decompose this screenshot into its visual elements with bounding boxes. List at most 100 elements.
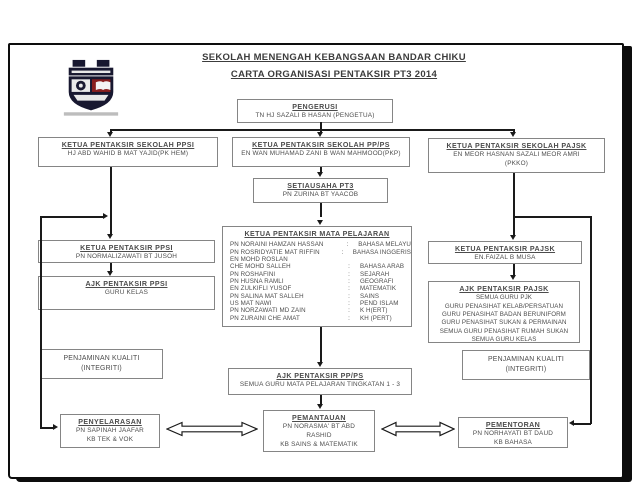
arrowhead-icon (510, 235, 516, 240)
person-name: PN ZURINA BT YAACOB (282, 191, 359, 199)
subject-name: SEJARAH (360, 270, 390, 278)
box-ketua-pentaksir-sekolah-pajsk: KETUA PENTAKSIR SEKOLAH PAJSK EN MEOR HA… (428, 138, 605, 173)
member-group: GURU PENASIHAT SUKAN & PERMAINAN (441, 319, 567, 327)
box-title: KETUA PENTAKSIR SEKOLAH PAJSK (446, 142, 587, 150)
connector-line (513, 129, 515, 133)
box-penyelarasan: PENYELARASAN PN SAPINAH JAAFAR KB TEK & … (60, 414, 160, 448)
box-title: SETIAUSAHA PT3 (287, 182, 354, 190)
subject-name: MATEMATIK (360, 285, 397, 293)
arrowhead-icon (107, 271, 113, 276)
person-name: PN NORHAYATI BT DAUD (472, 430, 554, 438)
connector-line (40, 427, 53, 429)
arrowhead-icon (510, 132, 516, 137)
person-name: EN.FAIZAL B MUSA (474, 254, 536, 262)
box-ketua-pentaksir-sekolah-ppsi: KETUA PENTAKSIR SEKOLAH PPSI HJ ABD WAHI… (38, 137, 218, 167)
member-group: SEMUA GURU MATA PELAJARAN TINGKATAN 1 - … (239, 381, 401, 389)
separator-colon: : (348, 314, 350, 322)
box-title: AJK PENTAKSIR PPSI (85, 280, 168, 288)
subject-name: K H(ERT) (360, 307, 388, 315)
separator-colon: : (348, 277, 350, 285)
examiner-name: PN NORZAWATI MD ZAIN (230, 307, 306, 315)
connector-line (110, 129, 112, 133)
separator-colon: : (348, 307, 350, 315)
arrowhead-icon (317, 220, 323, 225)
arrowhead-icon (510, 275, 516, 280)
person-name: PN NORASMA' BT ABD (282, 423, 356, 431)
box-title: KETUA PENTAKSIR MATA PELAJARAN (244, 230, 390, 238)
member-group-list: SEMUA GURU PJK GURU PENASIHAT KELAB/PERS… (429, 294, 579, 344)
subject-examiner-row: CHE MOHD SALLEH : BAHASA ARAB (223, 263, 411, 270)
subject-name: KH (PERT) (360, 314, 392, 322)
person-name: TN HJ SAZALI B HASAN (PENGETUA) (255, 112, 375, 120)
subject-name: BAHASA ARAB (360, 263, 405, 271)
examiner-name: PN ROSHAFINI (230, 270, 276, 278)
connector-line (320, 122, 322, 130)
box-ketua-pentaksir-ppsi: KETUA PENTAKSIR PPSI PN NORMALIZAWATI BT… (38, 240, 215, 263)
box-title: PENGERUSI (292, 103, 338, 111)
double-arrow-icon (381, 421, 455, 437)
box-title: AJK PENTAKSIR PAJSK (459, 285, 549, 293)
person-name: EN MEOR HASNAN SAZALI MEOR AMRI (453, 151, 580, 159)
box-title: KETUA PENTAKSIR SEKOLAH PP/PS (252, 141, 390, 149)
arrowhead-icon (103, 213, 108, 219)
person-role: (PKKO) (504, 160, 529, 168)
connector-line (320, 327, 322, 362)
box-title: KETUA PENTAKSIR SEKOLAH PPSI (61, 141, 195, 149)
member-group: GURU KELAS (104, 289, 149, 297)
separator-colon (338, 256, 360, 263)
subject-examiner-row: EN ZULKIFLI YUSOF : MATEMATIK (223, 285, 411, 292)
box-title: AJK PENTAKSIR PP/PS (276, 372, 364, 380)
subject-examiner-list: PN NORAINI HAMZAN HASSAN : BAHASA MELAYU… (223, 241, 411, 322)
double-arrow-icon (166, 421, 258, 437)
subject-examiner-row: PN NORAINI HAMZAN HASSAN : BAHASA MELAYU (223, 241, 411, 248)
box-pemantauan: PEMANTAUAN PN NORASMA' BT ABD RASHID KB … (263, 410, 375, 452)
connector-line (110, 263, 112, 272)
examiner-name: US MAT NAWI (230, 299, 272, 307)
separator-colon: : (348, 270, 350, 278)
subject-examiner-row: PN ROSHAFINI : SEJARAH (223, 271, 411, 278)
arrowhead-icon (317, 362, 323, 367)
examiner-name: PN SALINA MAT SALLEH (230, 292, 304, 300)
box-label: PENJAMINAN KUALITI (488, 356, 564, 364)
connector-line (590, 216, 592, 424)
arrowhead-icon (317, 132, 323, 137)
subject-name: GEOGRAFI (360, 277, 394, 285)
arrowhead-icon (569, 420, 574, 426)
box-pengerusi: PENGERUSI TN HJ SAZALI B HASAN (PENGETUA… (237, 99, 393, 123)
arrowhead-icon (317, 404, 323, 409)
subject-examiner-row: PN SALINA MAT SALLEH : SAINS (223, 293, 411, 300)
subject-examiner-row: PN HUSNA RAMLI : GEOGRAFI (223, 278, 411, 285)
separator-colon: : (348, 292, 350, 300)
separator-colon: : (348, 285, 350, 293)
subject-name: BAHASA INGGERIS (352, 248, 411, 256)
examiner-name: PN ZURAINI CHE AMAT (230, 314, 300, 322)
examiner-name: PN ROSRIDYATIE MAT RIFFIN (230, 248, 320, 256)
connector-line (513, 216, 591, 218)
subject-examiner-row: PN ROSRIDYATIE MAT RIFFIN : BAHASA INGGE… (223, 249, 411, 256)
person-name: PN NORMALIZAWATI BT JUSOH (75, 253, 178, 261)
subject-name: PEND ISLAM (360, 299, 399, 307)
connector-line (110, 129, 514, 131)
subject-name (360, 256, 411, 263)
subject-examiner-row: EN MOHD ROSLAN (223, 256, 411, 263)
examiner-name: CHE MOHD SALLEH (230, 263, 291, 271)
person-name-cont: RASHID (306, 432, 332, 440)
box-ketua-pentaksir-mata-pelajaran: KETUA PENTAKSIR MATA PELAJARAN PN NORAIN… (222, 226, 412, 327)
box-title: PEMANTAUAN (292, 414, 346, 422)
connector-line (574, 423, 591, 425)
box-title: PEMENTORAN (485, 421, 541, 429)
connector-line (320, 167, 322, 173)
box-ajk-pentaksir-ppps: AJK PENTAKSIR PP/PS SEMUA GURU MATA PELA… (228, 368, 412, 395)
school-logo-icon (63, 59, 119, 116)
box-ajk-pentaksir-pajsk: AJK PENTAKSIR PAJSK SEMUA GURU PJK GURU … (428, 281, 580, 343)
connector-line (320, 129, 322, 133)
connector-line (513, 264, 515, 276)
arrowhead-icon (107, 234, 113, 239)
page-subtitle: CARTA ORGANISASI PENTAKSIR PT3 2014 (230, 69, 438, 80)
member-group: GURU PENASIHAT KELAB/PERSATUAN (444, 302, 564, 310)
box-ketua-pentaksir-sekolah-ppps: KETUA PENTAKSIR SEKOLAH PP/PS EN WAN MUH… (232, 137, 410, 167)
examiner-name: PN NORAINI HAMZAN HASSAN (230, 241, 324, 249)
arrowhead-icon (107, 132, 113, 137)
arrowhead-icon (317, 172, 323, 177)
